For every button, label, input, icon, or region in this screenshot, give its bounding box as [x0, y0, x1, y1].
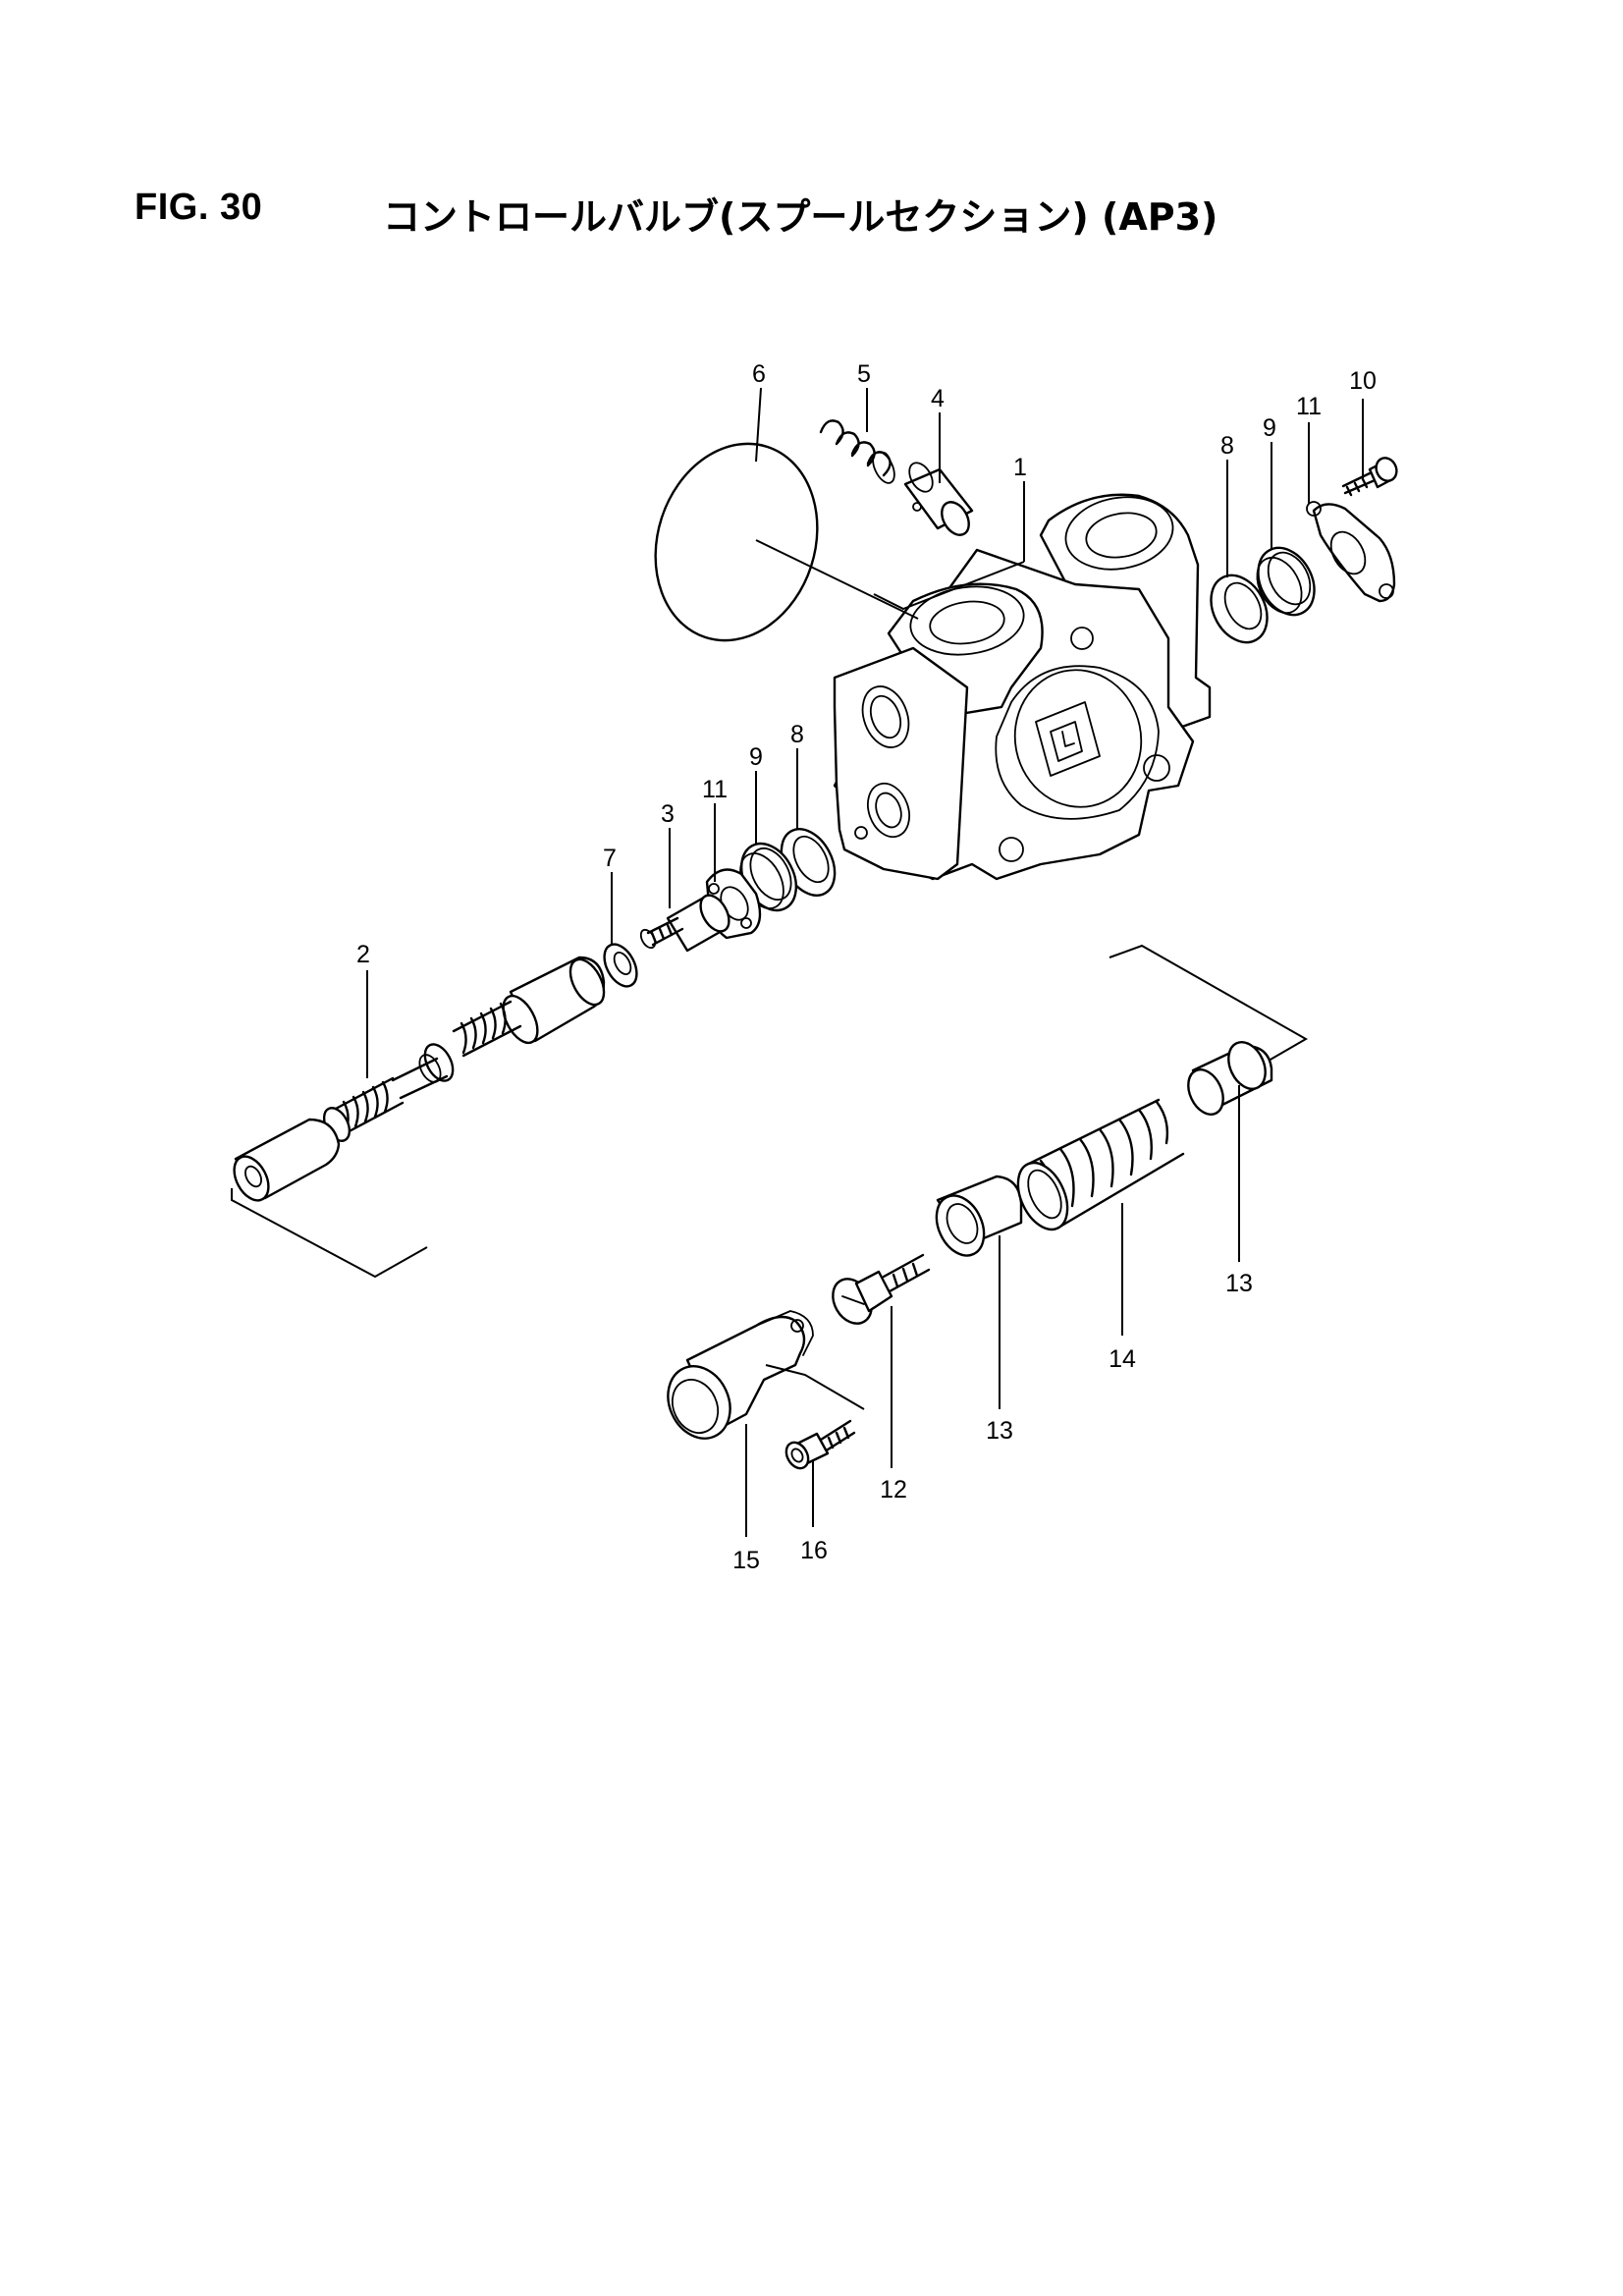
callout-7: 7 [603, 845, 617, 872]
callout-10: 10 [1349, 367, 1377, 395]
callout-16: 16 [800, 1537, 828, 1564]
callout-5: 5 [857, 360, 871, 388]
callout-labels: 1 2 3 4 5 6 7 8 9 10 11 8 9 11 12 13 13 … [356, 360, 1377, 1574]
socket-screw-icon [784, 1419, 856, 1470]
callout-9: 9 [1263, 414, 1276, 442]
callout-2: 2 [356, 941, 370, 968]
callout-3: 3 [661, 800, 675, 828]
seat-icon [1187, 1041, 1273, 1116]
backup-ring-icon [1256, 546, 1316, 617]
callout-14: 14 [1109, 1345, 1136, 1373]
sleeve-icon [903, 462, 974, 536]
callout-1: 1 [1013, 454, 1027, 481]
bolt-icon [1341, 457, 1398, 497]
figure-title: コントロールバルブ(スプールセクション) (AP3) [383, 195, 1218, 239]
washer-icon [603, 943, 638, 988]
gasket-icon [654, 442, 819, 642]
o-ring-icon [1210, 574, 1269, 644]
leader-lines [231, 387, 1364, 1537]
callout-9-lower: 9 [749, 743, 763, 771]
callout-13: 13 [1225, 1270, 1253, 1297]
callout-11-lower: 11 [702, 776, 728, 803]
screw-icon [832, 1253, 931, 1325]
cap-icon [667, 1310, 814, 1440]
callout-11: 11 [1296, 393, 1322, 420]
valve-body-icon [833, 493, 1212, 881]
spool-icon [233, 956, 606, 1202]
plate-icon [1306, 501, 1396, 603]
seat-icon [935, 1175, 1023, 1257]
boot-icon [1016, 1098, 1185, 1231]
spring-icon [819, 419, 895, 484]
callout-13-lower: 13 [986, 1417, 1013, 1445]
screw-icon [639, 894, 730, 953]
callout-6: 6 [752, 360, 766, 388]
callout-8: 8 [1220, 432, 1234, 460]
callout-12: 12 [880, 1476, 907, 1503]
callout-4: 4 [931, 385, 945, 412]
callout-15: 15 [732, 1547, 760, 1574]
figure-number: FIG. 30 [135, 187, 263, 228]
callout-8-lower: 8 [790, 721, 804, 748]
